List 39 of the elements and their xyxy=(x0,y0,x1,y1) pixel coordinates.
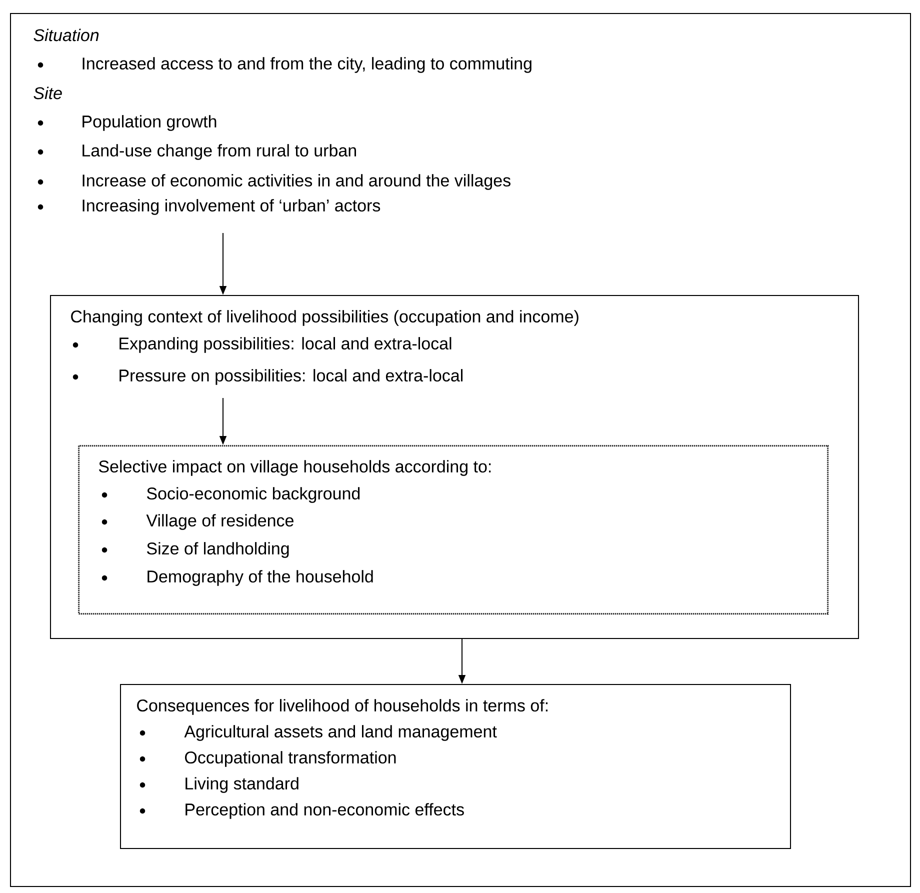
bullet-text: Population growth xyxy=(82,115,216,131)
box-heading: Changing context of livelihood possibilities (occupation and income) xyxy=(71,310,578,326)
bullet-text: Increase of economic activities in and around the villages xyxy=(82,174,510,190)
bullet-mark xyxy=(38,179,44,185)
box-heading: Selective impact on village households according to: xyxy=(98,460,491,476)
bullet-text: Village of residence xyxy=(146,514,294,530)
bullet-mark xyxy=(72,374,78,380)
bullet-text: Size of landholding xyxy=(146,542,289,558)
section-heading: Site xyxy=(34,86,62,100)
bullet-mark xyxy=(102,575,108,581)
process-box xyxy=(120,684,791,849)
bullet-mark xyxy=(102,547,108,553)
bullet-mark xyxy=(72,342,78,348)
bullet-text: Land-use change from rural to urban xyxy=(82,144,356,160)
bullet-text: Agricultural assets and land management xyxy=(184,725,497,741)
bullet-mark xyxy=(38,120,44,126)
bullet-text: Pressure on possibilities: local and extra-local xyxy=(120,369,462,385)
process-box xyxy=(50,294,859,639)
bullet-mark xyxy=(38,204,44,210)
outer-box xyxy=(10,12,911,887)
bullet-mark xyxy=(140,808,146,814)
bullet-mark xyxy=(140,756,146,762)
bullet-mark xyxy=(38,149,44,155)
bullet-mark xyxy=(140,730,146,736)
bullet-mark xyxy=(102,519,108,525)
bullet-mark xyxy=(140,782,146,788)
box-heading: Consequences for livelihood of households in terms of: xyxy=(137,699,548,715)
bullet-mark xyxy=(38,62,44,68)
bullet-mark xyxy=(102,492,108,498)
bullet-text: Demography of the household xyxy=(148,570,373,586)
bullet-text: Perception and non-economic effects xyxy=(186,803,464,819)
bullet-text: Occupational transformation xyxy=(185,751,396,767)
bullet-text: Socio-economic background xyxy=(146,487,360,503)
dotted-box xyxy=(78,444,829,615)
bullet-text: Expanding possibilities: local and extra-local xyxy=(120,337,452,353)
bullet-text: Living standard xyxy=(186,777,298,793)
bullet-text: Increased access to and from the city, leading to commuting xyxy=(82,57,532,73)
bullet-text: Increasing involvement of ‘urban’ actors xyxy=(82,199,380,215)
section-heading: Situation xyxy=(34,28,99,42)
